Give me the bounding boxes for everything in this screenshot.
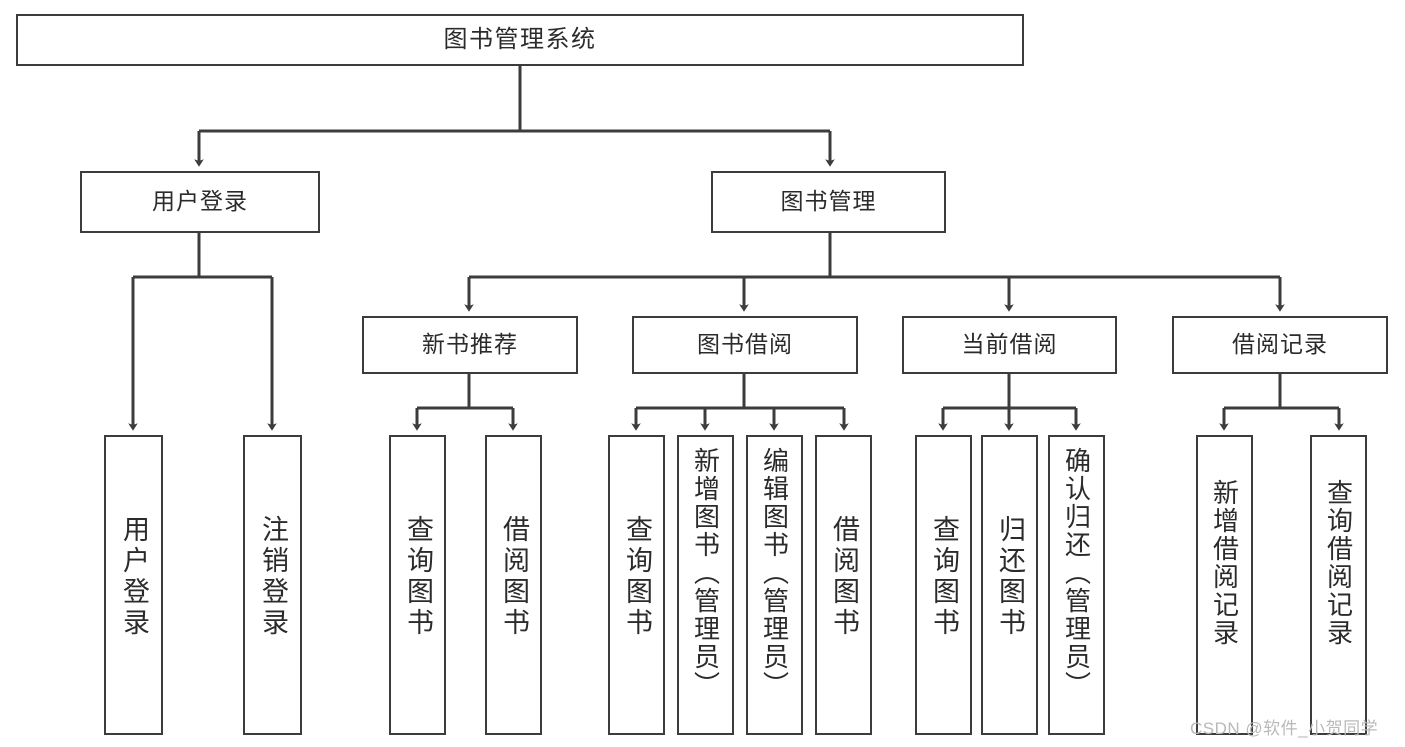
node-label: 用户登录	[119, 515, 149, 639]
node-new-book-recommend[interactable]: 新书推荐	[362, 316, 578, 374]
node-label: 确认归还（管理员）	[1061, 447, 1092, 699]
node-label: 编辑图书（管理员）	[759, 447, 790, 699]
node-label: 借阅记录	[1232, 331, 1328, 358]
leaf-confirm-return-admin[interactable]: 确认归还（管理员）	[1048, 435, 1105, 735]
leaf-query-book-current[interactable]: 查询图书	[915, 435, 972, 735]
node-label: 新增借阅记录	[1209, 479, 1240, 647]
leaf-return-book[interactable]: 归还图书	[981, 435, 1038, 735]
leaf-add-book-admin[interactable]: 新增图书（管理员）	[677, 435, 734, 735]
leaf-query-book-recommend[interactable]: 查询图书	[389, 435, 446, 735]
node-book-borrow[interactable]: 图书借阅	[632, 316, 858, 374]
node-current-borrow[interactable]: 当前借阅	[902, 316, 1117, 374]
node-user-login[interactable]: 用户登录	[80, 171, 320, 233]
node-label: 查询图书	[403, 515, 433, 639]
node-label: 新书推荐	[422, 331, 518, 358]
leaf-query-book-borrow[interactable]: 查询图书	[608, 435, 665, 735]
node-label: 当前借阅	[961, 331, 1058, 358]
node-borrow-record[interactable]: 借阅记录	[1172, 316, 1388, 374]
leaf-edit-book-admin[interactable]: 编辑图书（管理员）	[746, 435, 803, 735]
node-label: 查询图书	[622, 515, 652, 639]
leaf-user-login[interactable]: 用户登录	[104, 435, 163, 735]
leaf-logout-login[interactable]: 注销登录	[243, 435, 302, 735]
leaf-borrow-book-recommend[interactable]: 借阅图书	[485, 435, 542, 735]
leaf-query-borrow-record[interactable]: 查询借阅记录	[1310, 435, 1367, 735]
node-label: 查询借阅记录	[1323, 479, 1354, 647]
node-label: 图书借阅	[697, 331, 793, 358]
node-label: 借阅图书	[829, 515, 859, 639]
node-label: 图书管理系统	[443, 25, 597, 53]
node-root-book-management-system[interactable]: 图书管理系统	[16, 14, 1024, 66]
node-label: 归还图书	[995, 515, 1025, 639]
node-label: 新增图书（管理员）	[690, 447, 721, 699]
leaf-borrow-book[interactable]: 借阅图书	[815, 435, 872, 735]
node-label: 图书管理	[780, 188, 877, 215]
node-label: 用户登录	[152, 188, 248, 215]
node-label: 查询图书	[929, 515, 959, 639]
node-label: 注销登录	[258, 515, 288, 639]
node-label: 借阅图书	[499, 515, 529, 639]
leaf-add-borrow-record[interactable]: 新增借阅记录	[1196, 435, 1253, 735]
node-book-management[interactable]: 图书管理	[711, 171, 946, 233]
